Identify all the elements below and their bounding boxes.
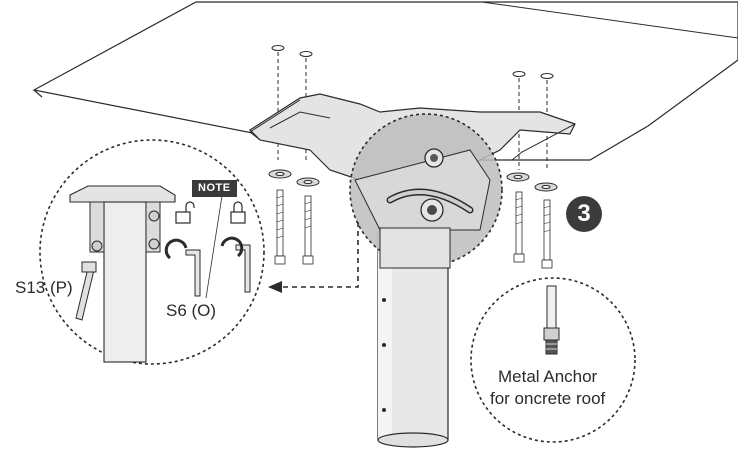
bolts — [274, 189, 553, 269]
anchor — [543, 285, 560, 355]
wrench — [75, 261, 97, 321]
anchor-zoom-circle — [470, 277, 636, 443]
anchor-label-line2: for oncrete roof — [490, 389, 606, 408]
detail-zoom-circle — [39, 139, 265, 365]
note-badge: NOTE — [192, 180, 237, 197]
unlock-icon — [175, 201, 195, 224]
wrench-label: S13 (P) — [15, 278, 73, 297]
hex-key-left — [185, 249, 201, 297]
bracket-zoom-circle — [349, 113, 503, 269]
rotate-arrow-icon — [164, 236, 244, 260]
step-number-badge: 3 — [566, 196, 602, 232]
anchor-label-line1: Metal Anchor — [498, 367, 598, 386]
hex-key-leader — [205, 195, 223, 299]
lock-icon — [230, 201, 246, 224]
dashed-arrow — [268, 222, 359, 293]
hex-key-right — [235, 244, 251, 293]
washers — [268, 169, 558, 192]
hex-key-label: S6 (O) — [166, 301, 217, 320]
